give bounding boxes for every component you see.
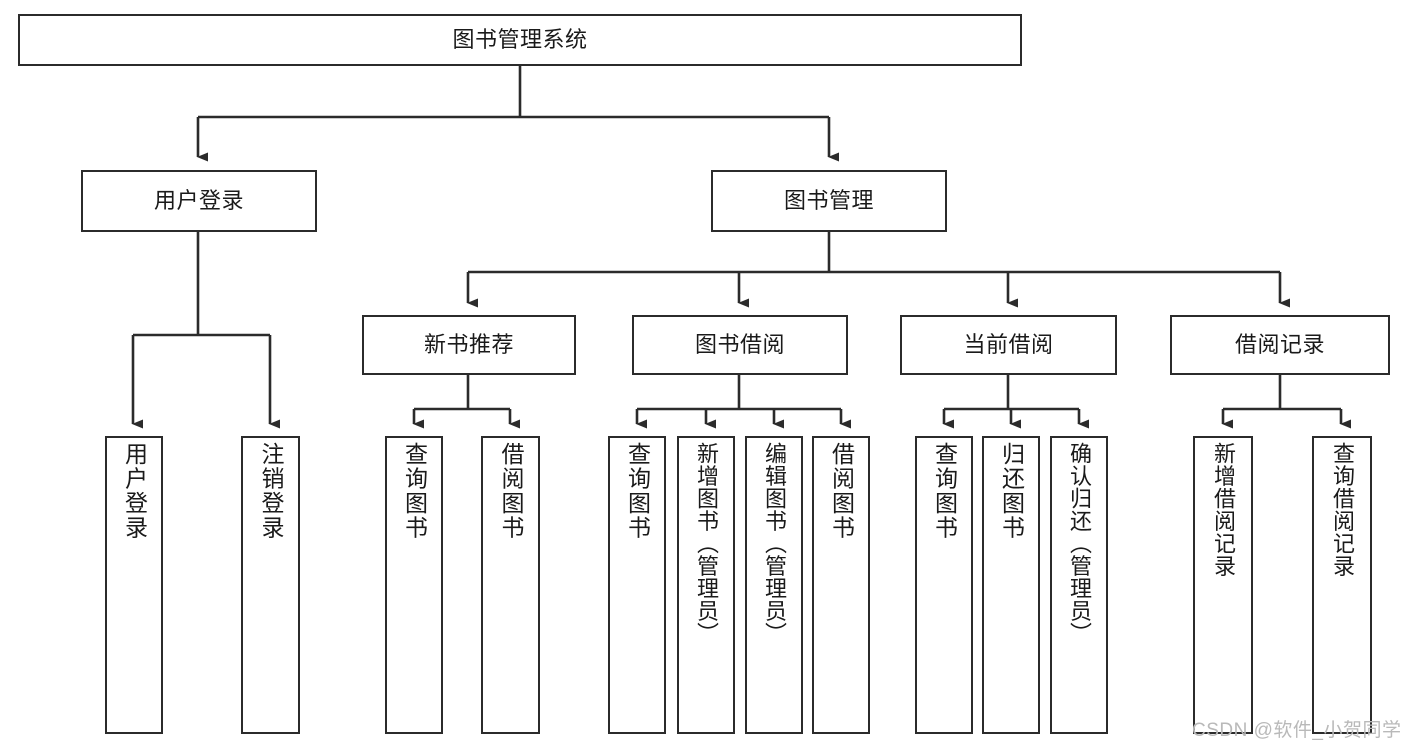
- node-label: 借阅图书: [498, 442, 524, 540]
- node-label: 图书借阅: [694, 332, 785, 358]
- node-label: 确认归还（管理员）: [1067, 442, 1092, 645]
- node-label: 借阅记录: [1234, 332, 1325, 358]
- node-label: 用户登录: [121, 442, 148, 540]
- node-label: 归还图书: [998, 442, 1025, 540]
- leaf-edit-book-admin[interactable]: 编辑图书（管理员）: [745, 436, 803, 734]
- leaf-add-book-admin[interactable]: 新增图书（管理员）: [677, 436, 735, 734]
- leaf-logout[interactable]: 注销登录: [241, 436, 300, 734]
- leaf-borrow-book-recommend[interactable]: 借阅图书: [481, 436, 540, 734]
- leaf-user-login[interactable]: 用户登录: [105, 436, 163, 734]
- node-label: 当前借阅: [963, 332, 1054, 358]
- node-root-book-management-system[interactable]: 图书管理系统: [18, 14, 1022, 66]
- leaf-borrow-book[interactable]: 借阅图书: [812, 436, 870, 734]
- leaf-confirm-return-admin[interactable]: 确认归还（管理员）: [1050, 436, 1108, 734]
- node-book-borrow[interactable]: 图书借阅: [632, 315, 848, 375]
- node-label: 用户登录: [153, 188, 244, 214]
- node-label: 新增图书（管理员）: [694, 442, 719, 645]
- node-label: 图书管理: [783, 188, 874, 214]
- node-label: 新增借阅记录: [1211, 442, 1236, 577]
- leaf-query-book-current[interactable]: 查询图书: [915, 436, 973, 734]
- leaf-add-borrow-record[interactable]: 新增借阅记录: [1193, 436, 1253, 734]
- node-label: 新书推荐: [423, 332, 514, 358]
- leaf-return-book[interactable]: 归还图书: [982, 436, 1040, 734]
- node-new-book-recommend[interactable]: 新书推荐: [362, 315, 576, 375]
- node-label: 借阅图书: [828, 442, 855, 540]
- leaf-query-borrow-record[interactable]: 查询借阅记录: [1312, 436, 1372, 734]
- node-label: 图书管理系统: [452, 27, 588, 53]
- node-label: 查询图书: [624, 442, 651, 540]
- node-label: 查询图书: [931, 442, 958, 540]
- node-label: 查询借阅记录: [1330, 442, 1355, 577]
- leaf-query-book-recommend[interactable]: 查询图书: [385, 436, 443, 734]
- node-book-management[interactable]: 图书管理: [711, 170, 947, 232]
- leaf-query-book-borrow[interactable]: 查询图书: [608, 436, 666, 734]
- node-label: 查询图书: [401, 442, 428, 540]
- node-borrow-record[interactable]: 借阅记录: [1170, 315, 1390, 375]
- node-user-login[interactable]: 用户登录: [81, 170, 317, 232]
- node-label: 注销登录: [258, 442, 284, 540]
- node-current-borrow[interactable]: 当前借阅: [900, 315, 1117, 375]
- node-label: 编辑图书（管理员）: [762, 442, 787, 645]
